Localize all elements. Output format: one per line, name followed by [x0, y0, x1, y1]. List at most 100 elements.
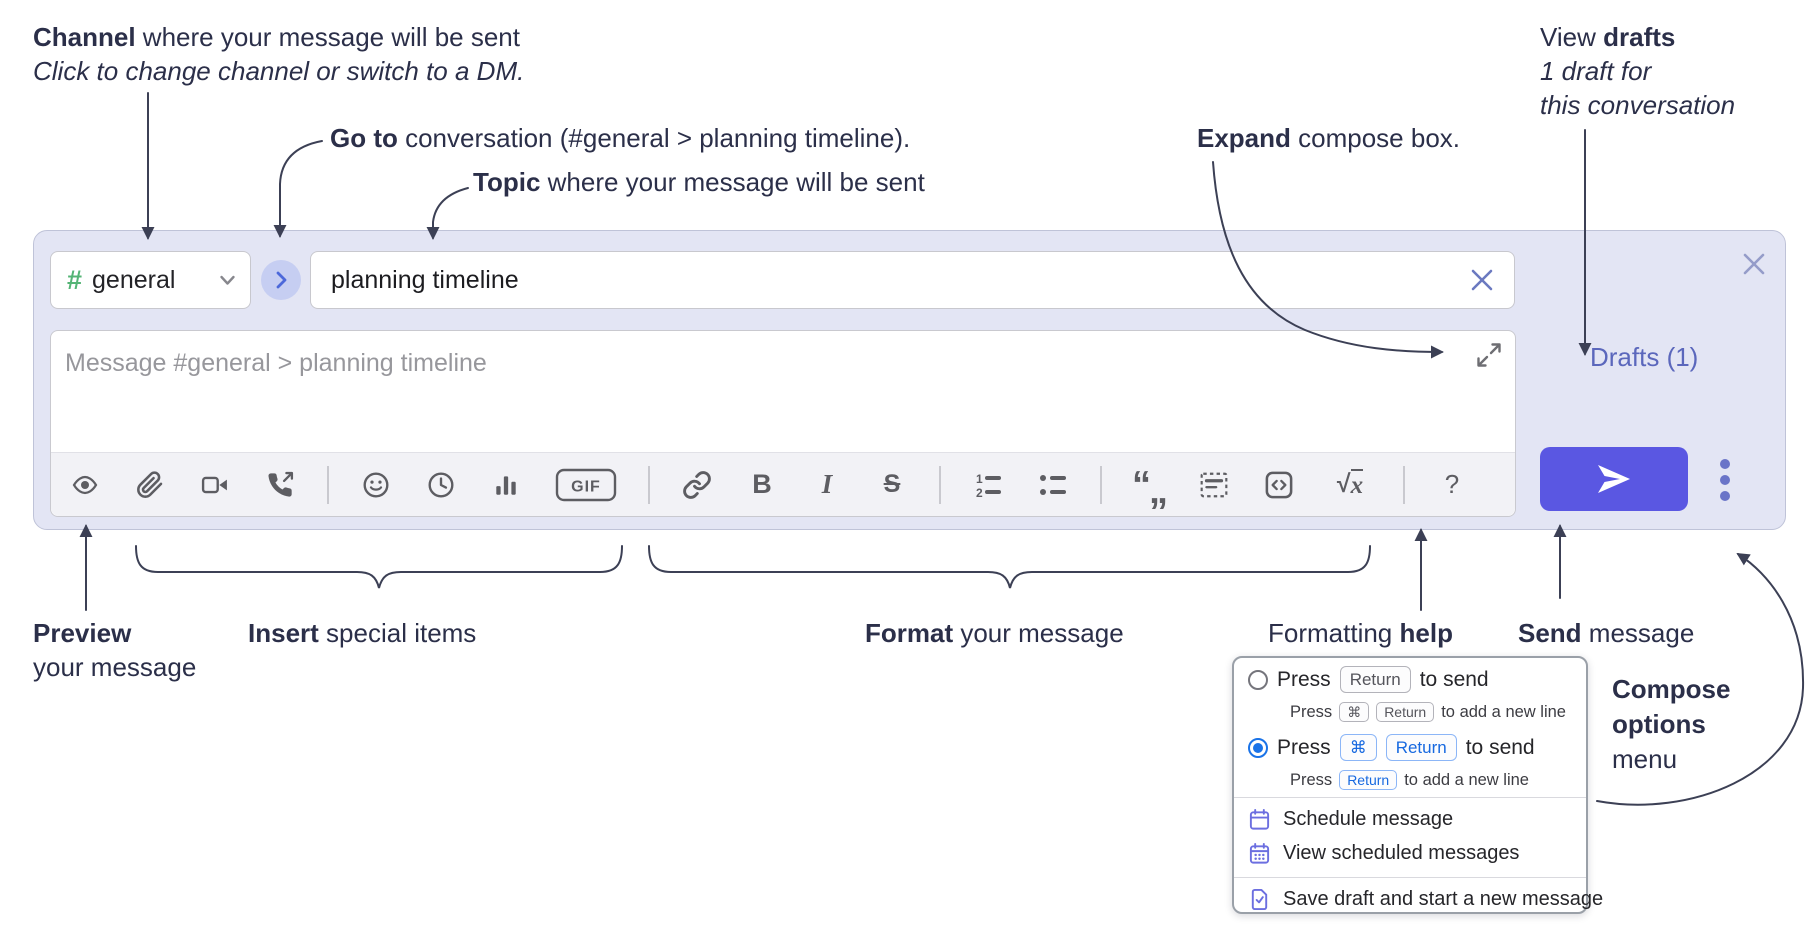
- clear-topic-icon[interactable]: [1468, 266, 1496, 294]
- toolbar-divider: [327, 465, 329, 504]
- send-annotation: Send message: [1518, 616, 1694, 650]
- calendar-icon: [1249, 808, 1270, 830]
- preview-annotation-line2: your message: [33, 652, 197, 682]
- option-subtext: Press: [1290, 702, 1333, 721]
- emoji-icon[interactable]: [358, 467, 394, 503]
- option-text: Press: [1277, 667, 1331, 691]
- topic-annotation-rest: where your message will be sent: [540, 167, 925, 197]
- menu-item-schedule-message[interactable]: Schedule message: [1248, 804, 1453, 834]
- kbd-cmd: ⌘: [1339, 702, 1370, 722]
- chevron-down-icon: [220, 275, 235, 285]
- option-text: to send: [1465, 735, 1535, 759]
- message-input-area[interactable]: Message #general > planning timeline: [50, 330, 1516, 517]
- gif-icon[interactable]: GIF: [553, 467, 619, 503]
- save-draft-icon: [1251, 888, 1268, 910]
- message-placeholder: Message #general > planning timeline: [65, 349, 487, 377]
- code-icon[interactable]: [1261, 467, 1297, 503]
- gif-label: GIF: [571, 478, 601, 495]
- toolbar-divider: [1403, 465, 1405, 504]
- strikethrough-icon[interactable]: S: [883, 470, 901, 498]
- math-var-glyph: x: [1350, 469, 1364, 500]
- go-to-conversation-button[interactable]: [261, 260, 301, 300]
- expand-annotation-rest: compose box.: [1290, 123, 1461, 153]
- insert-annotation-rest: special items: [318, 618, 477, 648]
- kbd-return: Return: [1376, 702, 1435, 722]
- topic-annotation: Topic where your message will be sent: [473, 165, 925, 199]
- format-brace: [648, 545, 1371, 589]
- close-compose-icon[interactable]: [1738, 248, 1770, 280]
- formatting-help-icon[interactable]: ?: [1444, 469, 1460, 499]
- send-option-return-sub: Press ⌘ Return to add a new line: [1290, 702, 1566, 722]
- menu-item-view-scheduled[interactable]: View scheduled messages: [1248, 838, 1519, 868]
- goto-annotation: Go to conversation (#general > planning …: [330, 121, 910, 155]
- menu-item-save-draft[interactable]: Save draft and start a new message: [1248, 884, 1603, 914]
- poll-icon[interactable]: [488, 467, 524, 503]
- radio-unselected-icon[interactable]: [1248, 669, 1268, 690]
- drafts-link[interactable]: Drafts (1): [1590, 342, 1699, 372]
- compose-options-annotation-l2: options: [1612, 709, 1706, 739]
- send-option-return[interactable]: Press Return to send: [1248, 666, 1489, 693]
- video-call-icon[interactable]: [197, 467, 233, 503]
- goto-annotation-rest: conversation (#general > planning timeli…: [397, 123, 911, 153]
- option-text: to send: [1419, 667, 1489, 691]
- preview-icon[interactable]: [67, 467, 103, 503]
- topic-annotation-bold: Topic: [473, 167, 541, 197]
- toolbar-divider: [939, 465, 941, 504]
- channel-hash-icon: #: [67, 264, 83, 295]
- send-annotation-rest: message: [1581, 618, 1695, 648]
- goto-connector: [273, 140, 323, 238]
- format-annotation-rest: your message: [953, 618, 1124, 648]
- channel-selector[interactable]: # general: [50, 251, 251, 309]
- topic-input[interactable]: planning timeline: [310, 251, 1515, 309]
- spoiler-icon[interactable]: [1196, 467, 1232, 503]
- ol-digit-2: 2: [976, 486, 983, 499]
- option-subtext: to add a new line: [1441, 702, 1566, 721]
- italic-icon[interactable]: I: [821, 469, 833, 499]
- option-text: Press: [1277, 735, 1331, 759]
- channel-annotation-bold: Channel: [33, 22, 136, 52]
- send-option-cmd-return-sub: Press Return to add a new line: [1290, 770, 1529, 790]
- compose-options-menu: Press Return to send Press ⌘ Return to a…: [1232, 656, 1603, 914]
- math-root-glyph: √: [1336, 470, 1351, 498]
- attach-file-icon[interactable]: [132, 467, 168, 503]
- math-icon[interactable]: √x: [1326, 467, 1374, 503]
- kbd-cmd: ⌘: [1339, 734, 1377, 761]
- topic-value: planning timeline: [331, 265, 519, 294]
- send-annotation-bold: Send: [1518, 618, 1582, 648]
- insert-brace: [135, 545, 623, 589]
- kbd-return: Return: [1385, 734, 1457, 761]
- formatting-help-annotation-bold: help: [1399, 618, 1453, 648]
- expand-annotation-bold: Expand: [1197, 123, 1291, 153]
- kbd-return: Return: [1339, 666, 1411, 693]
- quote-icon[interactable]: “„: [1131, 466, 1168, 510]
- bulleted-list-icon[interactable]: [1035, 467, 1071, 503]
- menu-item-label: View scheduled messages: [1283, 841, 1520, 864]
- global-time-icon[interactable]: [423, 467, 459, 503]
- numbered-list-icon[interactable]: 1 2: [970, 467, 1006, 503]
- link-icon[interactable]: [679, 467, 715, 503]
- bold-icon[interactable]: B: [752, 469, 772, 499]
- voice-call-icon[interactable]: [262, 467, 298, 503]
- drafts-annotation-line3: this conversation: [1540, 90, 1736, 120]
- format-annotation-bold: Format: [865, 618, 954, 648]
- menu-divider: [1234, 797, 1586, 798]
- send-button[interactable]: [1540, 447, 1688, 511]
- channel-annotation-line2: Click to change channel or switch to a D…: [33, 56, 525, 86]
- preview-annotation-bold: Preview: [33, 618, 132, 648]
- kbd-return: Return: [1339, 770, 1398, 790]
- insert-annotation-bold: Insert: [248, 618, 319, 648]
- send-option-cmd-return[interactable]: Press ⌘ Return to send: [1248, 734, 1535, 761]
- toolbar-divider: [648, 465, 650, 504]
- formatting-help-annotation-pre: Formatting: [1268, 618, 1400, 648]
- expand-compose-icon[interactable]: [1475, 341, 1503, 369]
- compose-options-annotation-l3: menu: [1612, 744, 1678, 774]
- option-subtext: to add a new line: [1404, 770, 1529, 789]
- ol-digit-1: 1: [976, 472, 983, 486]
- radio-selected-icon[interactable]: [1248, 737, 1268, 758]
- format-annotation: Format your message: [865, 616, 1124, 650]
- compose-options-menu-icon[interactable]: [1714, 455, 1736, 505]
- send-plane-icon: [1598, 465, 1630, 493]
- calendar-dates-icon: [1249, 842, 1270, 864]
- goto-annotation-bold: Go to: [330, 123, 398, 153]
